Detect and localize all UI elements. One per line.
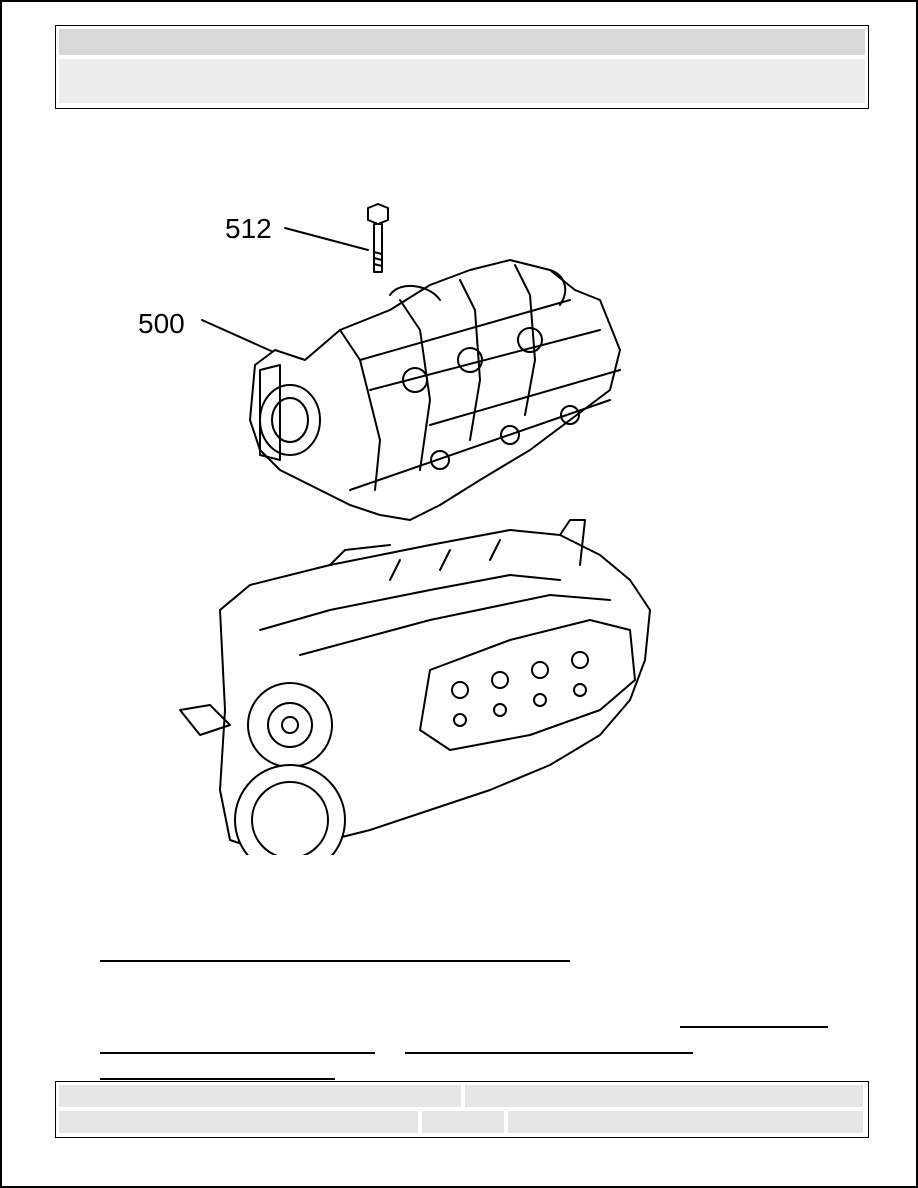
- callout-512: 512: [225, 213, 272, 244]
- link-line-4: [405, 1052, 693, 1054]
- engine-illustration: 512 500: [138, 203, 651, 855]
- header-subtitle-bar: [59, 59, 865, 103]
- footer-cell-bottom-mid: [422, 1111, 504, 1133]
- link-line-1: [100, 960, 570, 962]
- link-line-2: [680, 1026, 828, 1028]
- page-footer: [55, 1081, 869, 1138]
- footer-cell-bottom-left: [59, 1111, 418, 1133]
- callout-500: 500: [138, 308, 185, 339]
- link-line-5: [100, 1078, 335, 1080]
- intake-manifold: [249, 259, 621, 521]
- header-title-bar: [59, 29, 865, 55]
- engine-block: [179, 519, 651, 855]
- link-line-3: [100, 1052, 375, 1054]
- footer-cell-left: [59, 1085, 461, 1107]
- bolt-512: [367, 203, 389, 273]
- footer-cell-bottom-right: [508, 1111, 863, 1133]
- page-header: [55, 25, 869, 109]
- footer-cell-right: [465, 1085, 863, 1107]
